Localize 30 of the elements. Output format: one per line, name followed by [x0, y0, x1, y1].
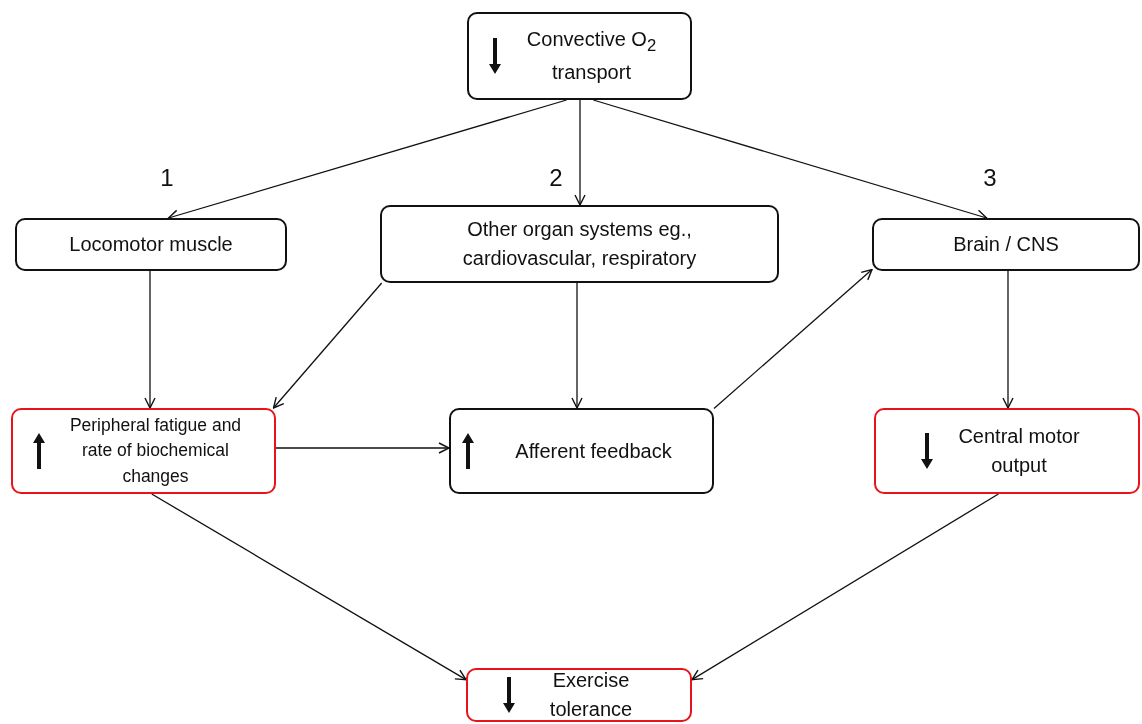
arrow: [574, 99, 586, 206]
box-label: Locomotor muscle: [68, 232, 234, 257]
box-label: Other organ systems eg., cardiovascular, respiratory: [461, 217, 698, 271]
process-box: [11, 408, 276, 494]
arrow: [691, 493, 1000, 681]
edge-label: 3: [983, 164, 997, 192]
process-box: [872, 218, 1140, 271]
arrow: [275, 442, 450, 454]
edge-label: 2: [549, 164, 563, 192]
process-box: [449, 408, 714, 494]
arrow: [144, 270, 156, 409]
box-label: Afferent feedback: [514, 438, 673, 464]
arrow: [713, 268, 873, 410]
edge-label: 1: [160, 164, 174, 192]
arrow: [167, 99, 568, 221]
arrow: [1002, 270, 1014, 409]
box-label: Exercise tolerance: [548, 668, 634, 722]
process-box: [874, 408, 1140, 494]
process-box: [15, 218, 287, 271]
box-label: Central motor output: [957, 424, 1081, 478]
box-label: Brain / CNS: [952, 232, 1060, 257]
arrow: [151, 493, 467, 681]
box-label: Peripheral fatigue and rate of biochemical changes: [68, 413, 243, 488]
arrow: [571, 282, 583, 409]
process-box: [380, 205, 779, 283]
box-label: Convective O$_{2}$ transport: [525, 26, 658, 86]
arrow: [592, 99, 988, 221]
process-box: [466, 668, 692, 722]
arrow: [272, 282, 383, 409]
process-box: [467, 12, 692, 100]
